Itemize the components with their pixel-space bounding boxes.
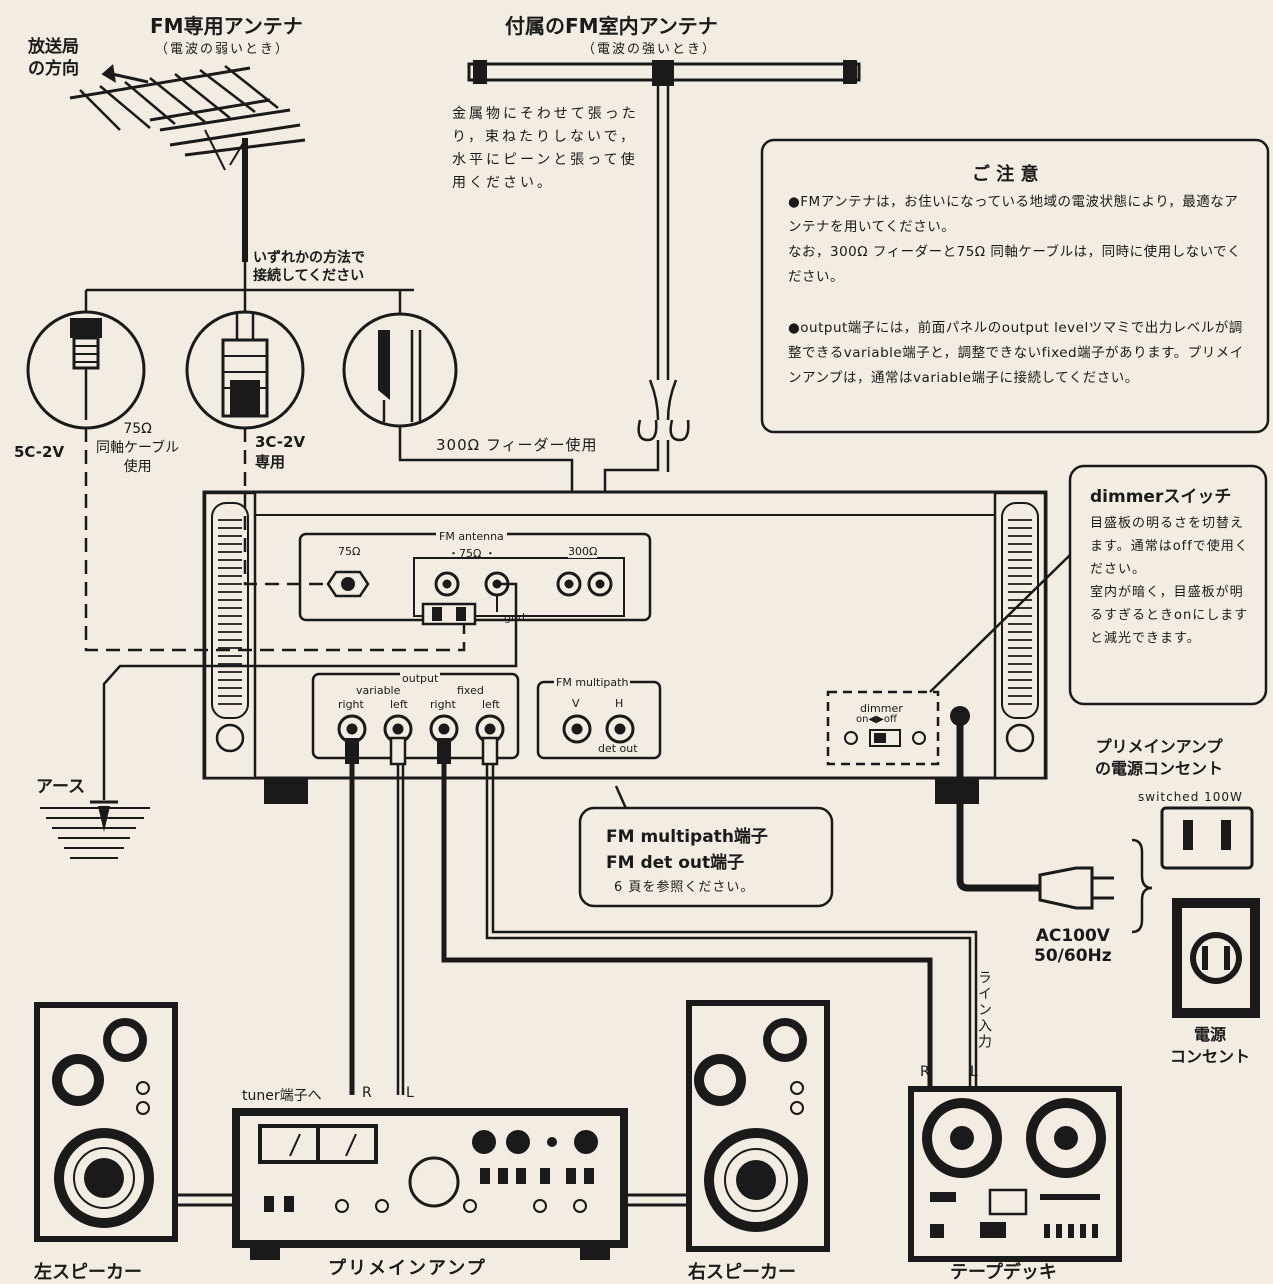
deck-l-label: L xyxy=(970,1064,978,1080)
output-label: output xyxy=(400,672,441,685)
output-right-fixed-label: right xyxy=(430,698,456,711)
ground-label: アース xyxy=(36,777,86,797)
dimmer-info-box xyxy=(1068,464,1268,706)
multipath-callout-line3: 6 頁を参照ください。 xyxy=(614,880,755,895)
coax-75-label: 75Ω 同軸ケーブル 使用 xyxy=(96,421,180,475)
fm-multipath-label: FM multipath xyxy=(554,676,631,689)
connector-3c2v-icon xyxy=(185,310,305,430)
dimmer-label: dimmer xyxy=(860,702,903,715)
wall-outlet-icon xyxy=(1172,898,1260,1018)
output-left-fixed-label: left xyxy=(482,698,500,711)
power-plug-icon xyxy=(1038,866,1114,910)
tuner-terminal-label: tuner端子へ xyxy=(242,1088,322,1104)
ac-100v-label: AC100V 50/60Hz xyxy=(1034,926,1112,966)
indoor-antenna-subtitle: （電波の強いとき） xyxy=(582,42,718,57)
yagi-antenna-icon xyxy=(69,65,306,262)
multipath-callout-box xyxy=(578,806,834,908)
left-speaker-label: 左スピーカー xyxy=(34,1262,142,1283)
det-out-label: det out xyxy=(598,742,638,755)
variable-label: variable xyxy=(356,684,401,697)
direction-arrow-icon xyxy=(101,64,149,84)
switched-outlet-icon xyxy=(1160,806,1254,870)
amp-l-label: L xyxy=(406,1085,414,1101)
amp-r-label: R xyxy=(362,1085,372,1101)
tape-deck-label: テープデッキ xyxy=(950,1262,1057,1283)
right-speaker-label: 右スピーカー xyxy=(688,1262,796,1283)
notice-title: ご 注 意 xyxy=(972,164,1039,185)
terminal-75-small-label: ・75Ω ・ xyxy=(448,547,496,560)
connect-either-note: いずれかの方法で 接続してください xyxy=(250,249,368,285)
multipath-callout-line1: FM multipath端子 xyxy=(606,827,768,847)
ground-stake-icon xyxy=(40,800,150,859)
fm-antenna-title: FM専用アンテナ xyxy=(150,14,303,38)
ground-link-icon xyxy=(421,602,477,626)
fixed-label: fixed xyxy=(457,684,484,697)
dimmer-info-body: 目盛板の明るさを切替えます。通常はoffで使用ください。 室内が暗く，目盛板が明… xyxy=(1090,516,1249,646)
notice-item-1: ●FMアンテナは，お住いになっている地域の電波状態により，最適なアンテナを用いて… xyxy=(788,194,1242,285)
fm-antenna-label: FM antenna xyxy=(436,530,507,543)
output-right-variable-label: right xyxy=(338,698,364,711)
fm-antenna-subtitle: （電波の弱いとき） xyxy=(155,42,291,57)
line-in-label: ライン入力 xyxy=(976,970,992,1050)
terminal-300-label: 300Ω xyxy=(568,545,598,558)
amp-label: プリメインアンプ xyxy=(328,1258,487,1279)
terminal-75-label: 75Ω xyxy=(338,545,361,558)
premain-outlet-label: プリメインアンプ の電源コンセント xyxy=(1095,737,1224,778)
tape-deck-icon xyxy=(908,1086,1122,1262)
notice-box xyxy=(760,138,1270,434)
dimmer-on-off-label: on◀▶off xyxy=(856,714,897,725)
amplifier-icon xyxy=(232,1108,628,1260)
terminal-75ohm-icon xyxy=(326,570,370,598)
indoor-antenna-title: 付属のFM室内アンテナ xyxy=(505,14,718,38)
multipath-callout-line2: FM det out端子 xyxy=(606,853,745,873)
gnd-label: gnd xyxy=(504,611,525,624)
wall-outlet-label: 電源 コンセント xyxy=(1170,1025,1251,1066)
indoor-antenna-instructions: 金属物にそわせて張ったり，束ねたりしないで，水平にピーンと張って使用ください。 xyxy=(452,103,652,195)
right-speaker-icon xyxy=(686,1000,830,1252)
left-speaker-icon xyxy=(34,1002,178,1242)
indoor-antenna-icon xyxy=(467,60,861,442)
switched-100w-label: switched 100W xyxy=(1138,790,1243,804)
rca-cables xyxy=(345,736,978,1095)
multipath-h-label: H xyxy=(615,697,624,710)
notice-item-2: ●output端子には，前面パネルのoutput levelツマミで出力レベルが… xyxy=(788,320,1244,386)
output-left-variable-label: left xyxy=(390,698,408,711)
deck-r-label: R xyxy=(920,1064,930,1080)
cable-5c2v-label: 5C-2V xyxy=(14,443,65,461)
connector-5c2v-icon xyxy=(26,310,146,430)
cable-3c2v-label: 3C-2V 専用 xyxy=(255,433,306,471)
connector-300ohm-icon xyxy=(342,312,458,428)
broadcast-direction-label: 放送局 の方向 xyxy=(28,37,79,79)
multipath-v-label: V xyxy=(572,697,580,710)
dimmer-info-title: dimmerスイッチ xyxy=(1090,487,1232,507)
feeder-300-label: 300Ω フィーダー使用 xyxy=(436,434,598,455)
